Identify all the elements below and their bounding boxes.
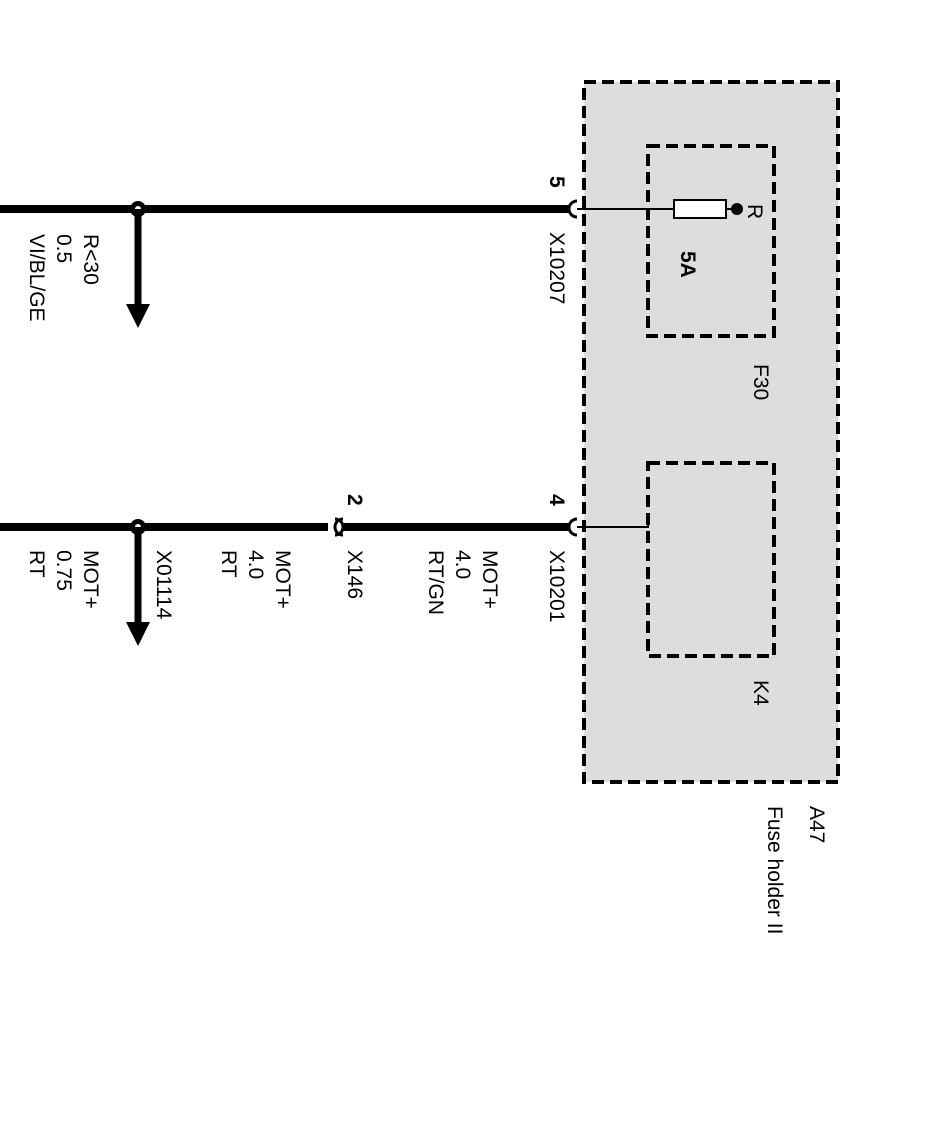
fuse-terminal-dot (731, 203, 743, 215)
wire-outer-color: RT (25, 550, 48, 578)
connector-x146-socket-2 (333, 517, 344, 537)
wire-mid-signal: MOT+ (271, 550, 294, 609)
pin-label-5: 5 (545, 176, 568, 188)
pin-label-4: 4 (545, 494, 568, 506)
pin-label-2: 2 (343, 494, 366, 506)
fuse-body (673, 199, 727, 219)
wire-outer-signal: MOT+ (79, 550, 102, 609)
wire-outer-gauge: 0.75 (52, 550, 75, 591)
fuse-id-label: F30 (749, 364, 772, 400)
connector-label-x146: X146 (343, 550, 366, 599)
connector-x10201-socket (567, 517, 578, 537)
wire-top-gauge: 0.5 (52, 234, 75, 263)
splice-label-x01114: X01114 (152, 550, 175, 620)
relay-id-label: K4 (749, 680, 772, 706)
wire-inner-gauge: 4.0 (451, 550, 474, 579)
relay-k4-compartment (646, 461, 776, 658)
arrow-down-bottom (126, 622, 150, 646)
wire-mid-color: RT (217, 550, 240, 578)
fuse-f30-compartment (646, 144, 776, 338)
fuse-terminal-label: R (743, 204, 766, 219)
wire-inner-color: RT/GN (424, 550, 447, 615)
connector-x10207-socket (567, 199, 578, 219)
connector-label-x10201: X10201 (545, 550, 568, 622)
connector-label-x10207: X10207 (545, 232, 568, 304)
wire-top-signal: R<30 (79, 234, 102, 285)
component-name-label: Fuse holder II (763, 806, 786, 934)
component-id-label: A47 (805, 806, 828, 843)
fuse-holder-housing (582, 80, 840, 784)
arrow-down-top (126, 304, 150, 328)
wire-top-color: VI/BL/GE (25, 234, 48, 322)
wire-inner-signal: MOT+ (478, 550, 501, 609)
relay-lead (577, 516, 649, 528)
fuse-rating-label: 5A (676, 251, 699, 278)
wire-mid-gauge: 4.0 (244, 550, 267, 579)
